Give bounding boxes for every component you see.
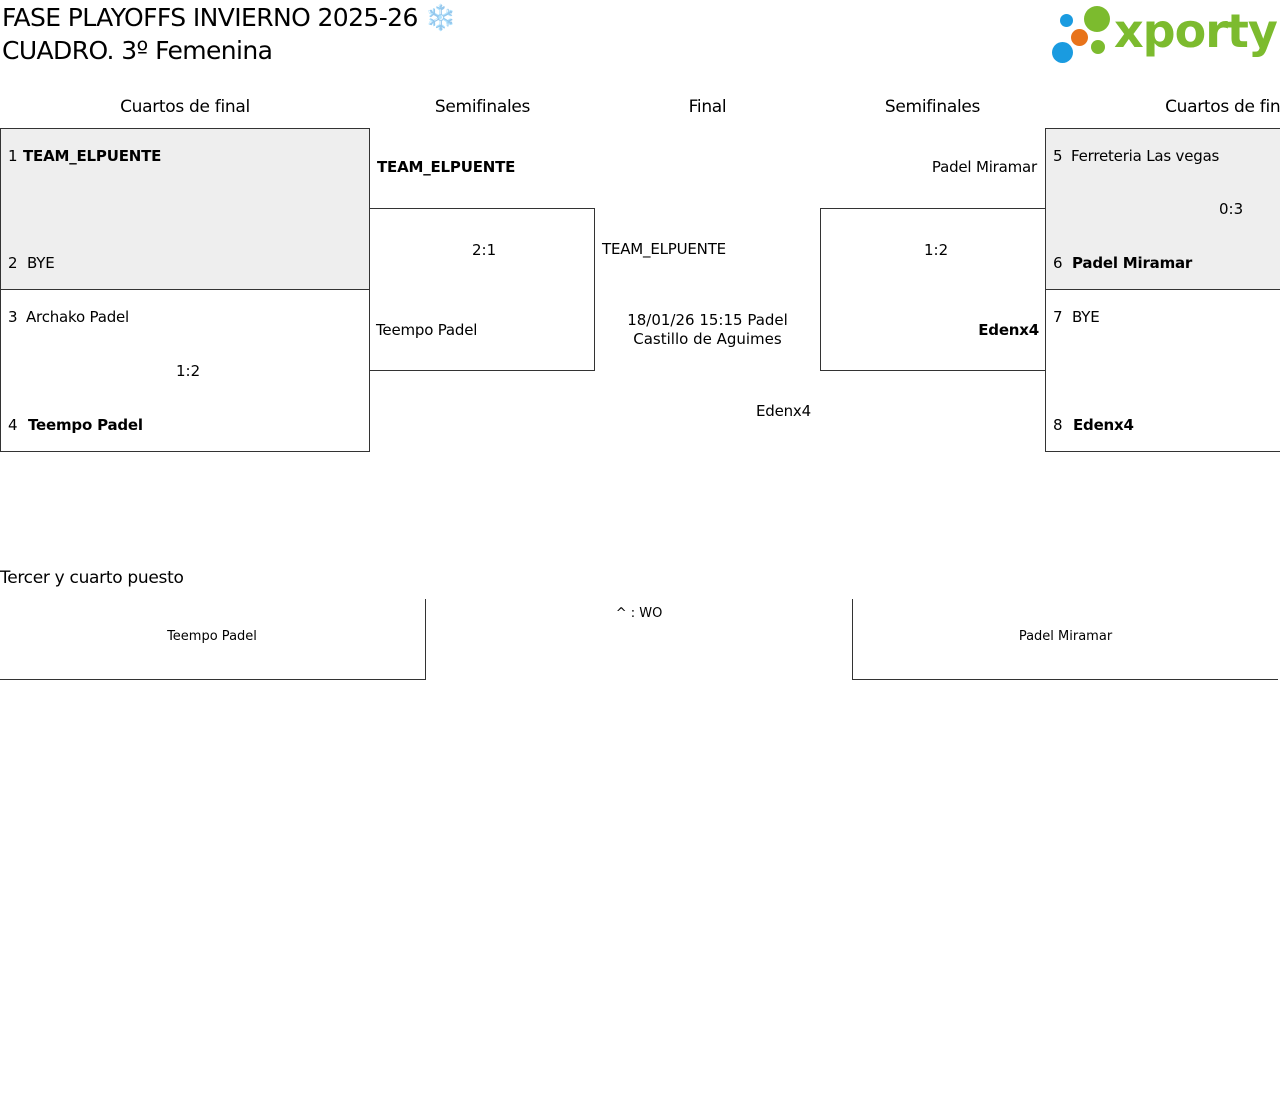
team-name: BYE xyxy=(1072,308,1100,326)
round-header-right-semis: Semifinales xyxy=(884,97,981,117)
third-place-heading: Tercer y cuarto puesto xyxy=(0,568,184,588)
xporty-logo: xporty xyxy=(1050,2,1278,68)
logo-dot-orange xyxy=(1071,29,1088,46)
round-header-left-quarters: Cuartos de final xyxy=(120,97,250,117)
team-name: Padel Miramar xyxy=(1072,254,1193,272)
right-quarter-match-1[interactable]: 5 Ferreteria Las vegas 0:3 6 Padel Miram… xyxy=(1045,128,1280,290)
logo-text: xporty xyxy=(1114,4,1278,58)
left-semi-match[interactable]: 2:1 Teempo Padel xyxy=(370,208,595,371)
team-name: Padel Miramar xyxy=(1018,629,1113,644)
left-quarter-match-1[interactable]: 1 TEAM_ELPUENTE 2 BYE xyxy=(0,128,370,290)
seed-number: 3 xyxy=(8,308,18,326)
seed-number: 2 xyxy=(8,254,18,272)
right-quarter-match-2[interactable]: 7 BYE 8 Edenx4 xyxy=(1045,289,1280,452)
team-name: TEAM_ELPUENTE xyxy=(23,147,162,165)
seed-number: 7 xyxy=(1053,308,1063,326)
team-name: BYE xyxy=(27,254,55,272)
seed-number: 5 xyxy=(1053,147,1063,165)
seed-number: 6 xyxy=(1053,254,1063,272)
walkover-note: ^ : WO xyxy=(615,606,663,621)
team-name: Edenx4 xyxy=(1073,416,1134,434)
logo-dot-green-small xyxy=(1091,40,1105,54)
seed-number: 1 xyxy=(8,147,18,165)
final-schedule: 18/01/26 15:15 Padel Castillo de Aguimes xyxy=(627,311,788,348)
right-semi-team-a: Padel Miramar xyxy=(931,158,1037,176)
seed-number: 4 xyxy=(8,416,18,434)
match-score: 1:2 xyxy=(924,241,949,259)
final-team-b: Edenx4 xyxy=(756,402,811,420)
match-score: 0:3 xyxy=(1219,200,1244,218)
third-place-team-a-slot[interactable]: Teempo Padel xyxy=(0,599,426,680)
team-name: Edenx4 xyxy=(978,321,1039,339)
page-title: FASE PLAYOFFS INVIERNO 2025-26 ❄️ xyxy=(2,3,456,32)
third-place-team-b-slot[interactable]: Padel Miramar xyxy=(852,599,1278,680)
team-name: Ferreteria Las vegas xyxy=(1071,147,1220,165)
team-name: Archako Padel xyxy=(26,308,130,326)
left-quarter-match-2[interactable]: 3 Archako Padel 1:2 4 Teempo Padel xyxy=(0,289,370,452)
team-name: Teempo Padel xyxy=(28,416,143,434)
round-header-right-quarters: Cuartos de final xyxy=(1165,97,1280,117)
match-score: 1:2 xyxy=(176,362,201,380)
team-name: Teempo Padel xyxy=(376,321,478,339)
right-semi-match[interactable]: 1:2 Edenx4 xyxy=(820,208,1045,371)
logo-dot-blue-small xyxy=(1060,14,1073,27)
round-header-left-semis: Semifinales xyxy=(434,97,531,117)
final-team-a: TEAM_ELPUENTE xyxy=(602,240,726,258)
seed-number: 8 xyxy=(1053,416,1063,434)
team-name: Teempo Padel xyxy=(167,629,257,644)
logo-dot-green xyxy=(1084,6,1110,32)
round-header-final: Final xyxy=(688,97,727,117)
match-score: 2:1 xyxy=(472,241,497,259)
page-subtitle: CUADRO. 3º Femenina xyxy=(2,36,273,65)
left-semi-team-a: TEAM_ELPUENTE xyxy=(377,158,516,176)
logo-dot-blue-large xyxy=(1052,42,1073,63)
